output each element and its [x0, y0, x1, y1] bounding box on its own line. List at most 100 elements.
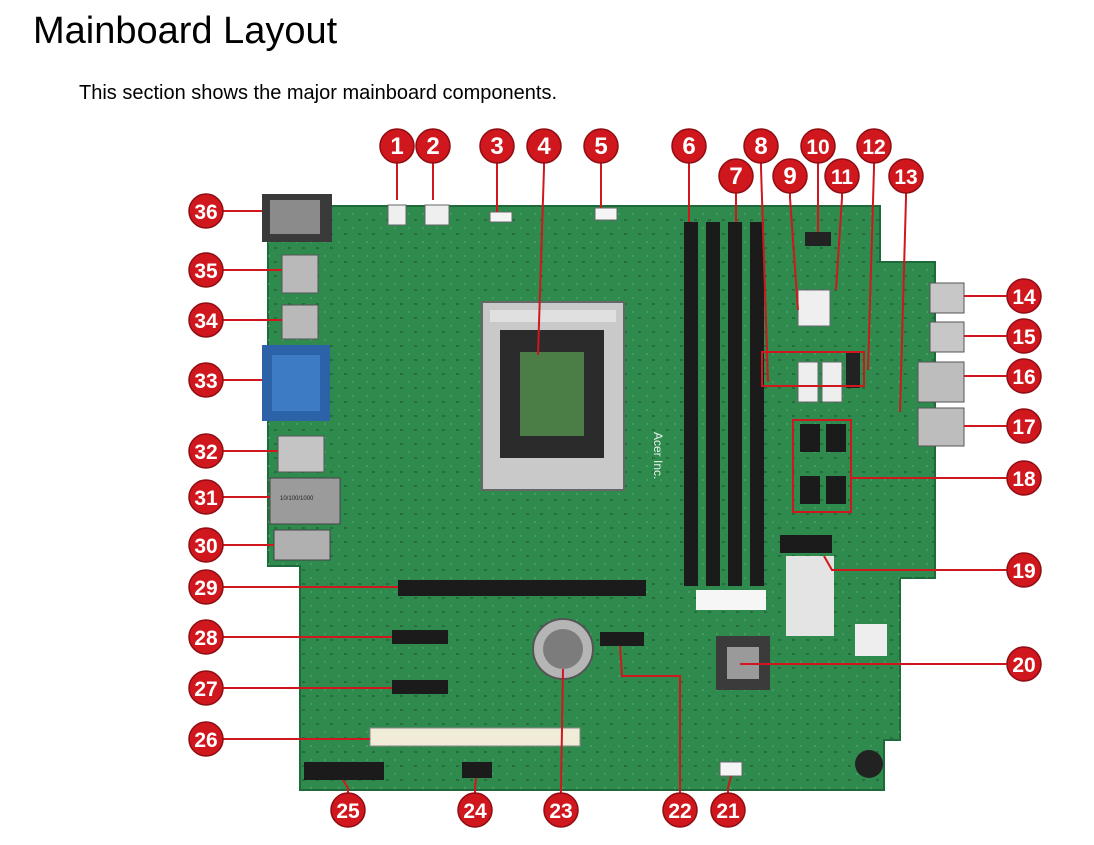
callout-badge-19 [1006, 552, 1042, 588]
board-silkscreen: Acer Inc. [651, 432, 665, 479]
cpu-socket [481, 301, 625, 491]
callout-28: 28 [188, 619, 224, 655]
callout-8: 8 [743, 128, 779, 164]
callout-number-3: 3 [490, 133, 503, 160]
callout-badge-27 [188, 670, 224, 706]
callout-30: 30 [188, 527, 224, 563]
callout-number-34: 34 [194, 310, 218, 333]
callout-badge-21 [710, 792, 746, 828]
callout-number-14: 14 [1012, 286, 1036, 309]
callout-14: 14 [1006, 278, 1042, 314]
callout-21: 21 [710, 792, 746, 828]
callout-number-10: 10 [806, 136, 829, 159]
callout-number-19: 19 [1012, 560, 1035, 583]
callout-badge-1 [379, 128, 415, 164]
callout-number-4: 4 [537, 133, 551, 160]
callout-number-22: 22 [668, 800, 691, 823]
callout-badge-30 [188, 527, 224, 563]
callout-badge-18 [1006, 460, 1042, 496]
callout-34: 34 [188, 302, 224, 338]
callout-badge-5 [583, 128, 619, 164]
callout-badge-31 [188, 479, 224, 515]
callout-badge-22 [662, 792, 698, 828]
audio-io [917, 282, 965, 447]
callout-number-20: 20 [1012, 654, 1035, 677]
page-title: Mainboard Layout [33, 10, 338, 52]
callout-badge-28 [188, 619, 224, 655]
callout-12: 12 [856, 128, 892, 164]
callout-number-35: 35 [194, 260, 218, 283]
expansion-slots [369, 580, 646, 747]
callout-number-28: 28 [194, 627, 218, 650]
callout-13: 13 [888, 158, 924, 194]
page-subtitle: This section shows the major mainboard c… [79, 82, 558, 104]
board-connectors [304, 204, 887, 780]
callout-badge-11 [824, 158, 860, 194]
callout-badge-3 [479, 128, 515, 164]
callout-15: 15 [1006, 318, 1042, 354]
callout-badge-6 [671, 128, 707, 164]
callout-number-32: 32 [194, 441, 217, 464]
lan-port-label: 10/100/1000 [280, 496, 314, 502]
callout-number-21: 21 [716, 800, 740, 823]
callout-badge-10 [800, 128, 836, 164]
callout-26: 26 [188, 721, 224, 757]
callout-29: 29 [188, 569, 224, 605]
callout-20: 20 [1006, 646, 1042, 682]
callout-36: 36 [188, 193, 224, 229]
callout-number-23: 23 [549, 800, 572, 823]
callout-24: 24 [457, 792, 493, 828]
callout-number-16: 16 [1012, 366, 1035, 389]
callout-16: 16 [1006, 358, 1042, 394]
callout-18: 18 [1006, 460, 1042, 496]
callout-badge-33 [188, 362, 224, 398]
callout-badge-34 [188, 302, 224, 338]
callout-25: 25 [330, 792, 366, 828]
callout-27: 27 [188, 670, 224, 706]
callout-badge-32 [188, 433, 224, 469]
callout-32: 32 [188, 433, 224, 469]
callout-35: 35 [188, 252, 224, 288]
callout-badge-36 [188, 193, 224, 229]
callout-10: 10 [800, 128, 836, 164]
callout-badge-24 [457, 792, 493, 828]
callout-number-7: 7 [729, 163, 742, 190]
callout-number-31: 31 [194, 487, 218, 510]
callout-5: 5 [583, 128, 619, 164]
callout-19: 19 [1006, 552, 1042, 588]
callout-11: 11 [824, 158, 860, 194]
callout-number-6: 6 [682, 133, 695, 160]
callout-number-17: 17 [1012, 416, 1035, 439]
callout-badge-13 [888, 158, 924, 194]
callout-number-33: 33 [194, 370, 217, 393]
callout-badge-29 [188, 569, 224, 605]
callout-badge-17 [1006, 408, 1042, 444]
callout-number-15: 15 [1012, 326, 1036, 349]
callout-number-27: 27 [194, 678, 217, 701]
callout-number-36: 36 [194, 201, 217, 224]
callout-badge-7 [718, 158, 754, 194]
callout-number-2: 2 [426, 133, 439, 160]
callout-number-30: 30 [194, 535, 217, 558]
callout-9: 9 [772, 158, 808, 194]
callout-number-12: 12 [862, 136, 885, 159]
callout-badge-15 [1006, 318, 1042, 354]
rear-io: 10/100/1000 [262, 194, 341, 561]
callout-badge-8 [743, 128, 779, 164]
callout-badge-9 [772, 158, 808, 194]
callout-number-13: 13 [894, 166, 917, 189]
callout-badge-16 [1006, 358, 1042, 394]
memory-slots [684, 222, 764, 586]
callout-badge-14 [1006, 278, 1042, 314]
callout-31: 31 [188, 479, 224, 515]
callout-number-18: 18 [1012, 468, 1036, 491]
callout-4: 4 [526, 128, 562, 164]
callout-1: 1 [379, 128, 415, 164]
callout-number-9: 9 [783, 163, 796, 190]
callout-badge-26 [188, 721, 224, 757]
callout-badge-35 [188, 252, 224, 288]
callout-3: 3 [479, 128, 515, 164]
callout-leader-19 [823, 555, 1024, 571]
